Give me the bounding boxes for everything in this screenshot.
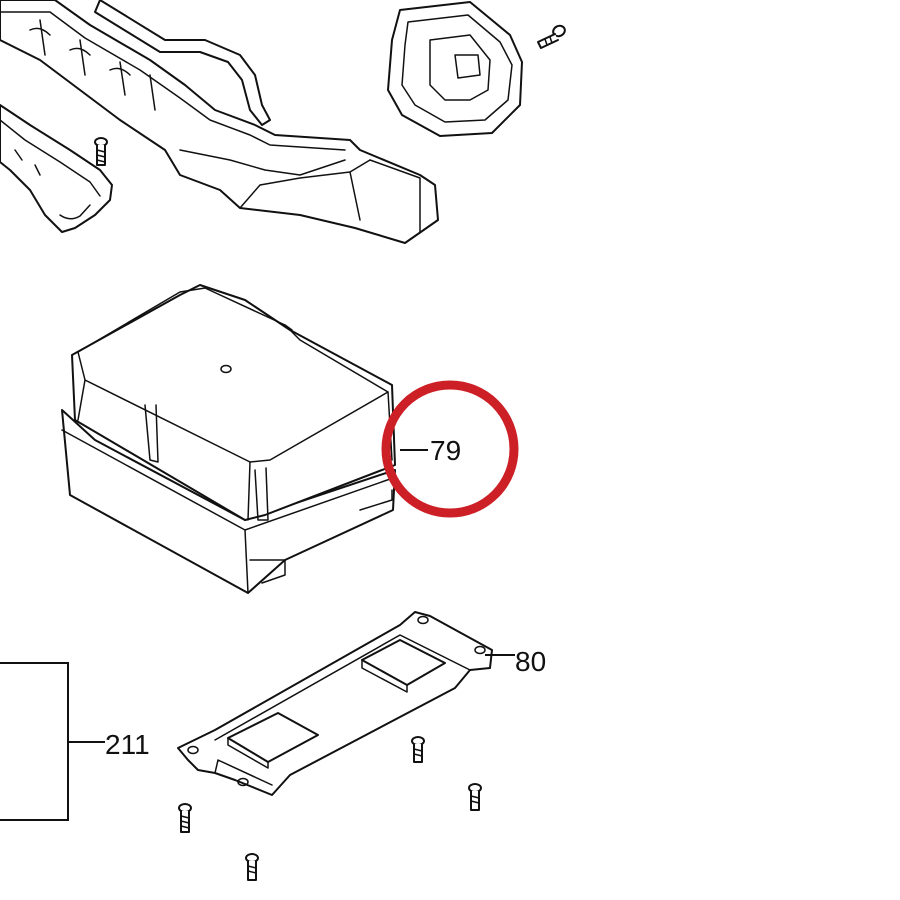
- screw-icon: [411, 736, 425, 763]
- callout-211: 211: [105, 729, 150, 760]
- mounting-plate-part: [177, 611, 493, 796]
- control-box-part: [61, 284, 396, 594]
- rail-bracket-part: [0, 0, 439, 244]
- screw-icon: [468, 783, 482, 811]
- curved-rail-part: [0, 104, 113, 233]
- end-cap-part: [387, 1, 523, 137]
- screw-icon: [178, 803, 192, 833]
- callout-79: 79: [430, 435, 461, 466]
- screw-icon: [245, 853, 259, 881]
- highlight-circle: [381, 380, 519, 518]
- callout-80: 80: [515, 646, 546, 677]
- screw-icon: [537, 24, 566, 49]
- screw-icon: [94, 137, 108, 166]
- group-bracket: [0, 662, 69, 821]
